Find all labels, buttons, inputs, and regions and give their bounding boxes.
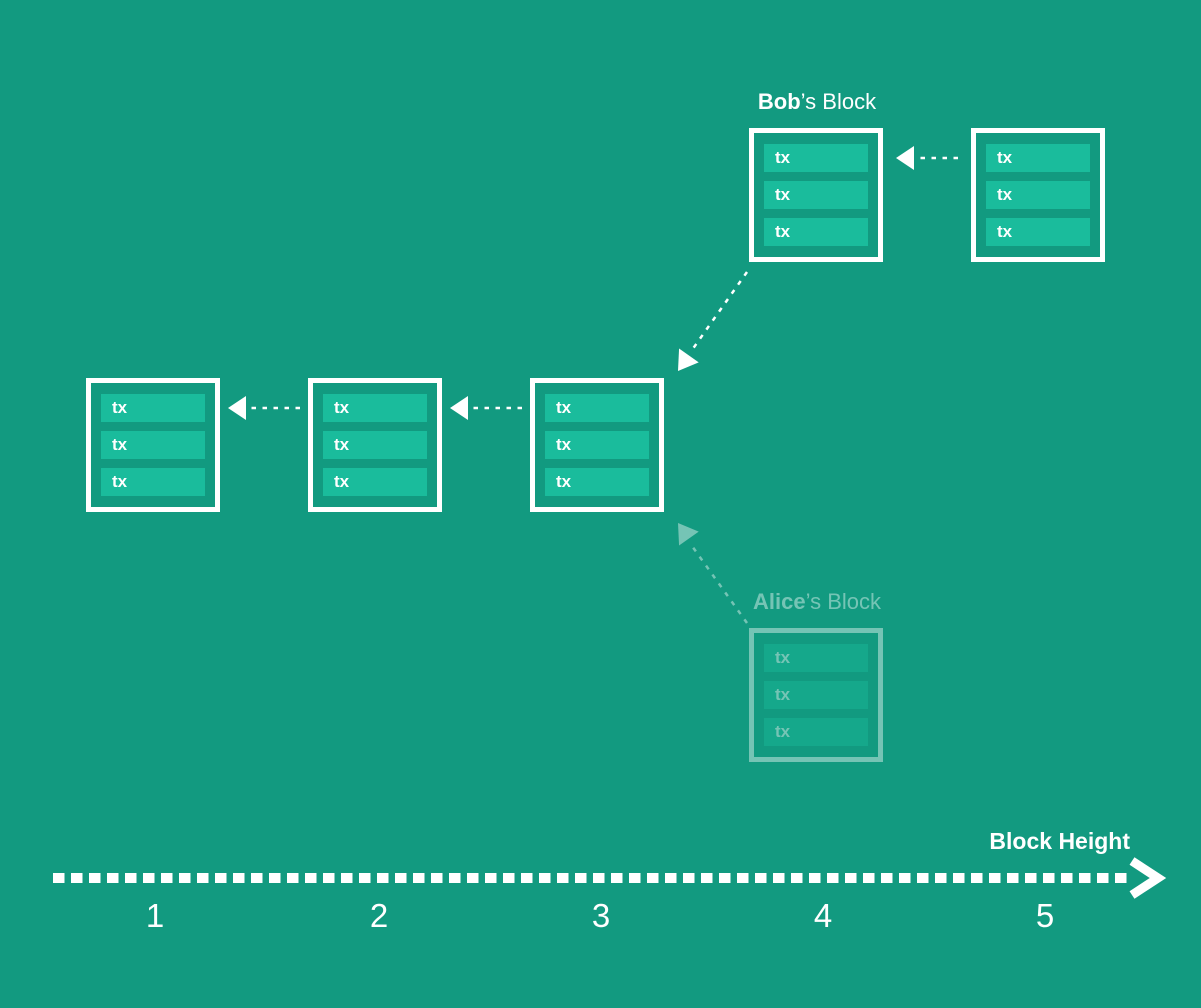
tx-row: tx xyxy=(545,431,649,459)
alice-name: Alice xyxy=(753,589,806,614)
alice-title-rest: ’s Block xyxy=(805,589,881,614)
arrow-block5-to-bob-block xyxy=(896,146,958,170)
tx-row: tx xyxy=(764,218,868,246)
tx-row: tx xyxy=(323,468,427,496)
alice-block: tx tx tx xyxy=(749,628,883,762)
axis-tick-5: 5 xyxy=(1035,897,1055,934)
bob-block-title: Bob’s Block xyxy=(758,89,876,115)
tx-row: tx xyxy=(986,181,1090,209)
block-height-2: tx tx tx xyxy=(308,378,442,512)
tx-row: tx xyxy=(101,468,205,496)
axis-label: Block Height xyxy=(989,828,1130,854)
tx-row: tx xyxy=(101,394,205,422)
tx-row: tx xyxy=(764,644,868,672)
tx-row: tx xyxy=(986,144,1090,172)
tx-row: tx xyxy=(545,468,649,496)
block-height-5: tx tx tx xyxy=(971,128,1105,262)
tx-row: tx xyxy=(764,681,868,709)
arrow-block3-to-block2 xyxy=(450,396,522,420)
tx-row: tx xyxy=(323,394,427,422)
tx-row: tx xyxy=(764,718,868,746)
tx-row: tx xyxy=(764,144,868,172)
axis-tick-2: 2 xyxy=(369,897,389,934)
arrow-bob-block-to-block3 xyxy=(678,271,749,371)
block-height-3: tx tx tx xyxy=(530,378,664,512)
tx-row: tx xyxy=(764,181,868,209)
axis-tick-4: 4 xyxy=(813,897,833,934)
axis-tick-1: 1 xyxy=(145,897,165,934)
tx-row: tx xyxy=(986,218,1090,246)
tx-row: tx xyxy=(545,394,649,422)
bob-title-rest: ’s Block xyxy=(800,89,877,114)
arrow-block2-to-block1 xyxy=(228,396,300,420)
block-height-1: tx tx tx xyxy=(86,378,220,512)
tx-row: tx xyxy=(323,431,427,459)
axis-tick-3: 3 xyxy=(591,897,611,934)
bob-name: Bob xyxy=(757,89,801,114)
arrow-alice-block-to-block3 xyxy=(678,523,749,624)
tx-row: tx xyxy=(101,431,205,459)
block-height-axis-arrow xyxy=(53,857,1167,899)
alice-block-title: Alice’s Block xyxy=(753,589,881,615)
bob-block: tx tx tx xyxy=(749,128,883,262)
